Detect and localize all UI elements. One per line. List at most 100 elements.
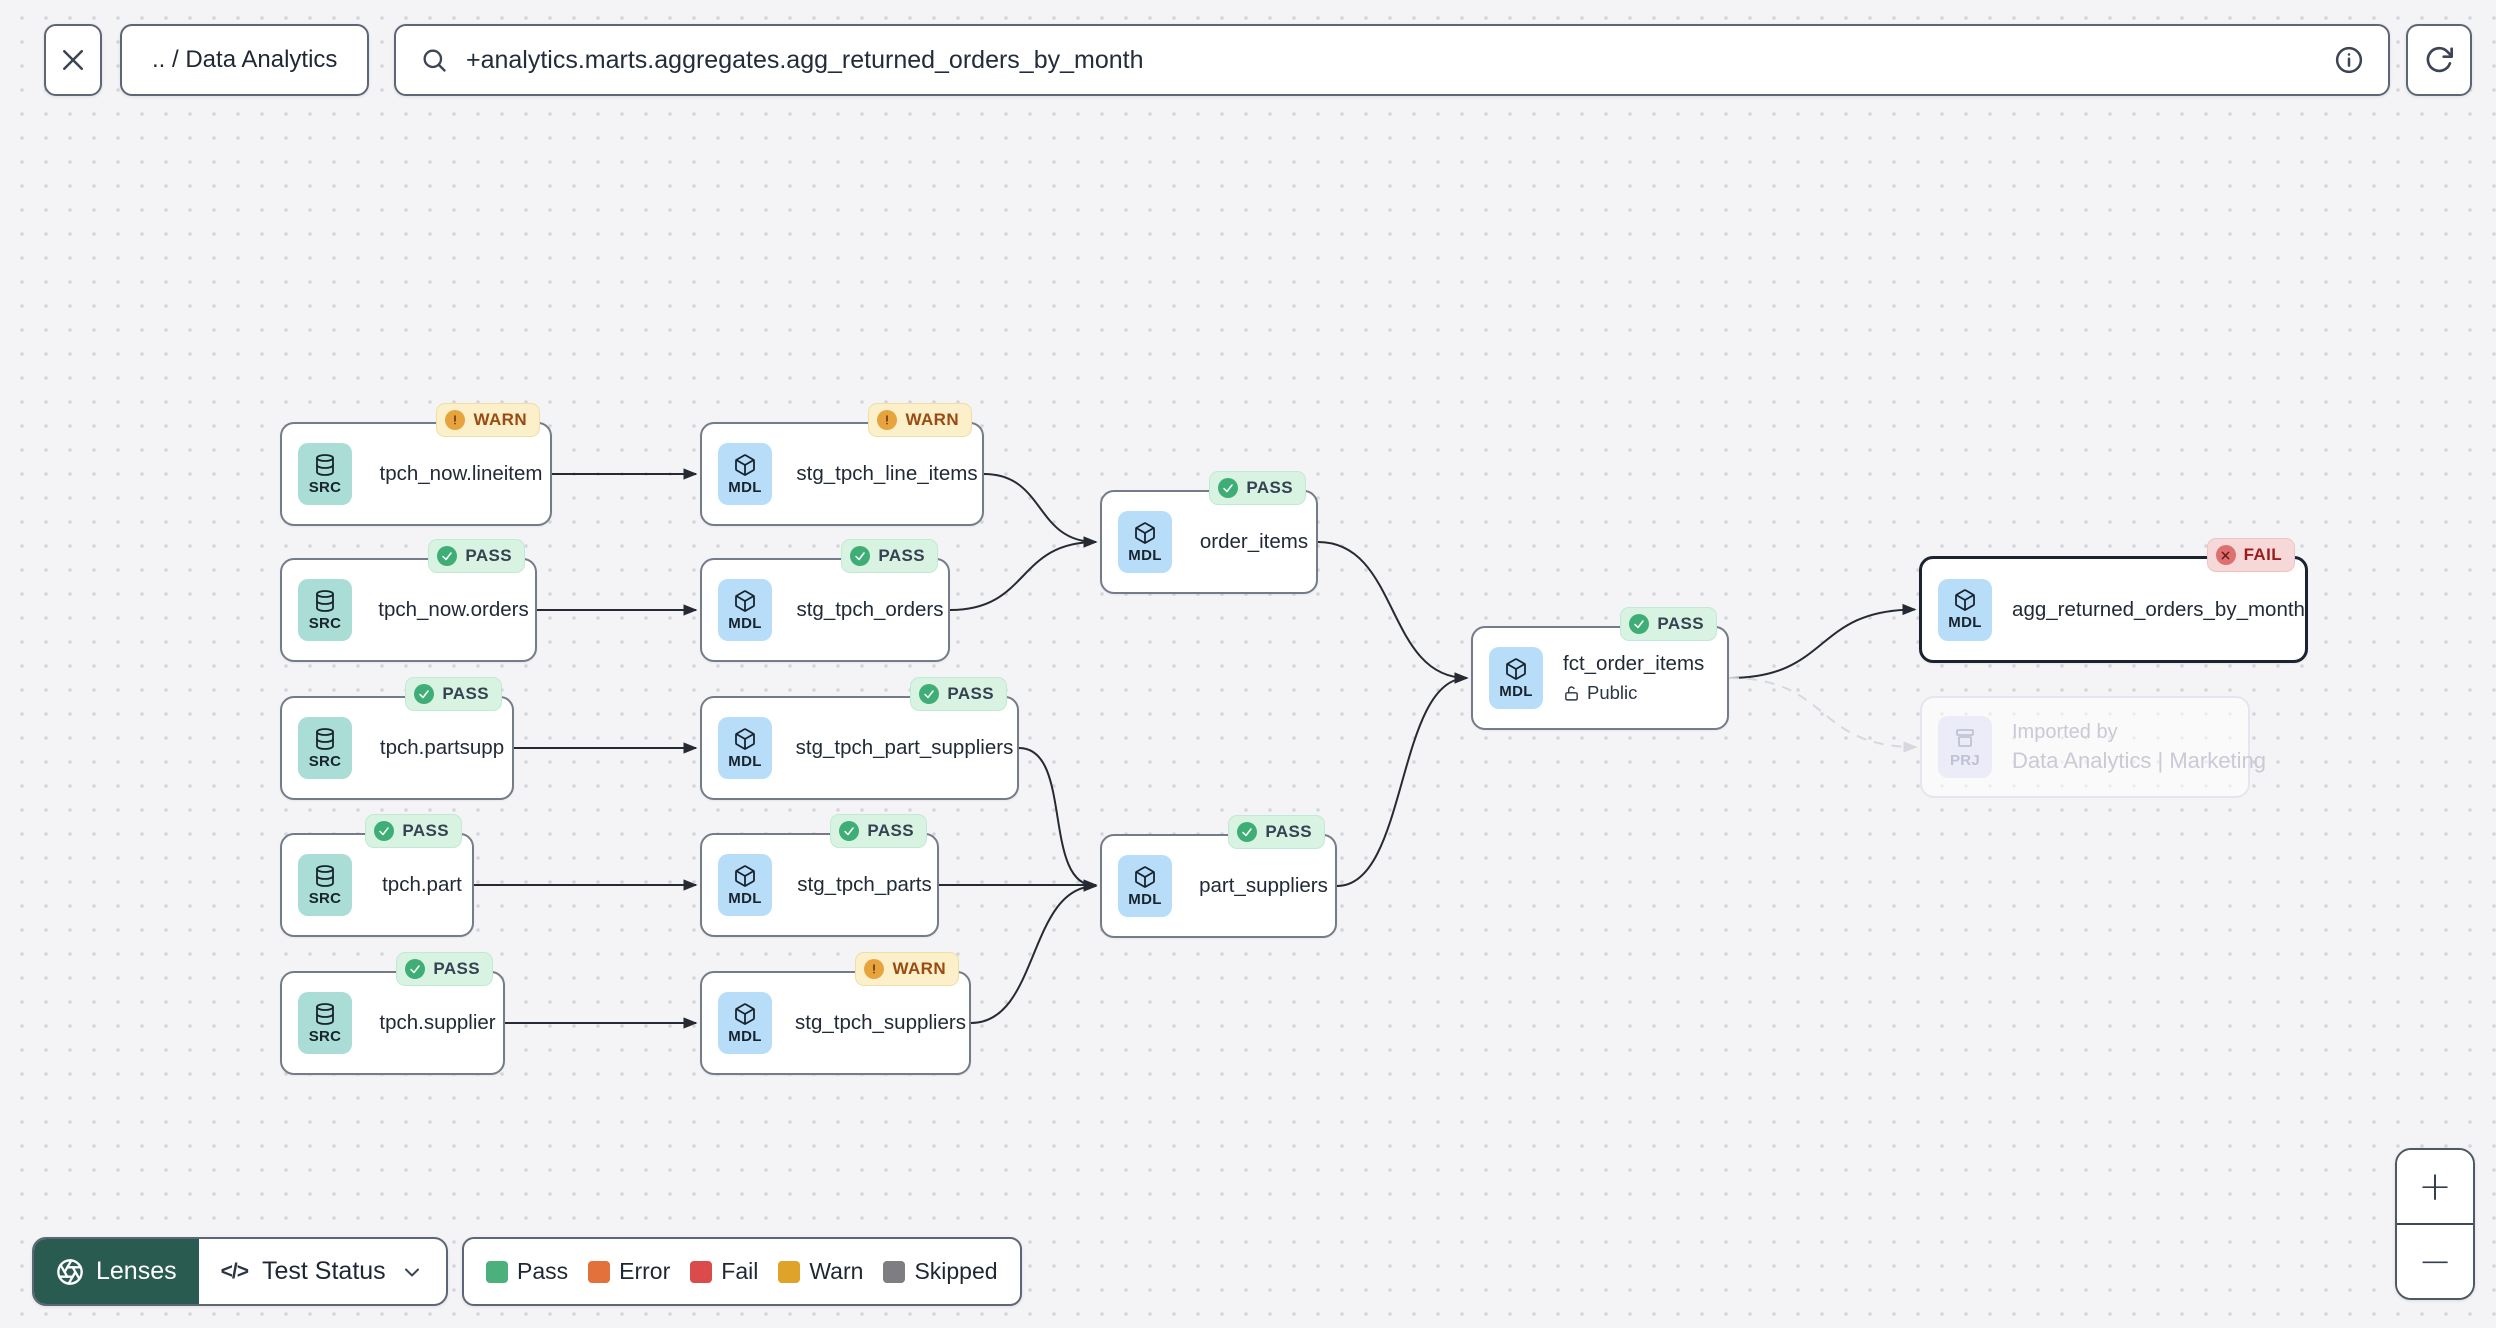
legend-swatch-pass [486,1260,508,1283]
aperture-icon [57,1258,83,1285]
database-icon [316,589,334,612]
status-label: PASS [947,684,994,703]
lens-selector-label: Test Status [262,1257,386,1285]
kind-badge-mdl: MDL [718,443,772,505]
refresh-button[interactable] [2406,24,2472,96]
pass-icon [1218,478,1239,498]
status-label: PASS [402,821,449,840]
node-label: agg_returned_orders_by_month [2012,597,2305,621]
cube-icon [1135,865,1155,888]
lens-control-group: Lenses </> Test Status [32,1237,448,1306]
node-label: tpch.part [382,873,462,896]
status-badge-pass: PASS [405,677,502,711]
kind-label: MDL [728,889,762,907]
info-icon[interactable] [2334,45,2364,75]
node-agg_returned_orders_by_month[interactable]: MDL agg_returned_orders_by_month FAIL [1919,538,2308,663]
legend-swatch-error [588,1260,611,1283]
close-button[interactable] [44,24,102,96]
kind-label: SRC [308,889,342,907]
status-label: WARN [473,410,527,429]
legend-swatch-fail [690,1260,713,1283]
search-input[interactable] [464,44,2334,76]
cube-icon [1955,589,1975,611]
legend-item-pass: Pass [486,1258,568,1285]
close-icon [63,50,83,70]
edge-fct_order_items-to-agg_returned_orders_by_month [1728,603,1917,679]
cube-icon [735,727,755,750]
node-tpch_part[interactable]: SRC tpch.part PASS [280,814,474,937]
breadcrumb[interactable]: .. / Data Analytics [120,24,370,96]
status-label: PASS [442,684,489,703]
status-label: PASS [878,546,925,565]
status-badge-warn: WARN [855,952,959,986]
code-icon: </> [220,1259,249,1283]
node-label: Imported by [2012,720,2118,743]
refresh-icon [2426,46,2453,73]
kind-label: MDL [1499,682,1533,700]
edge-stg_tpch_orders-to-order_items [949,536,1098,611]
status-badge-warn: WARN [436,403,540,437]
lens-selector-dropdown[interactable]: </> Test Status [199,1239,446,1304]
zoom-out-button[interactable]: − [2397,1225,2473,1298]
lenses-button[interactable]: Lenses [34,1239,199,1304]
pass-icon [839,821,860,841]
pass-icon [850,546,871,566]
legend-label: Fail [721,1258,759,1284]
status-label: PASS [433,959,480,978]
kind-label: MDL [1948,614,1982,631]
warn-icon [877,410,898,430]
node-label: tpch.supplier [379,1011,496,1034]
node-tpch_partsupp[interactable]: SRC tpch.partsupp PASS [280,677,514,800]
zoom-in-button[interactable]: + [2397,1150,2473,1225]
kind-label: MDL [728,614,762,632]
status-badge-fail: FAIL [2206,538,2295,572]
legend-swatch-skipped [883,1260,906,1283]
project-icon [1956,728,1974,747]
kind-badge-mdl: MDL [1118,511,1172,573]
edge-part_suppliers-to-fct_order_items [1336,672,1469,887]
fail-icon [2215,545,2236,565]
kind-badge-src: SRC [298,992,352,1054]
warn-icon [445,410,466,430]
status-label: FAIL [2243,545,2282,564]
lenses-label: Lenses [96,1257,177,1285]
node-label: tpch.partsupp [379,736,505,759]
kind-badge-src: SRC [298,717,352,779]
status-badge-pass: PASS [396,952,493,986]
node-tpch_supplier[interactable]: SRC tpch.supplier PASS [280,952,505,1075]
kind-label: SRC [308,1027,342,1045]
pass-icon [1237,822,1258,842]
cube-icon [735,589,755,612]
edge-stg_tpch_line_items-to-order_items [983,473,1098,548]
edge-fct_order_items-to-imported_by [1728,677,1918,753]
kind-label: SRC [308,478,342,496]
kind-badge-mdl: MDL [1938,578,1992,641]
status-badge-pass: PASS [365,814,462,848]
kind-badge-src: SRC [298,854,352,916]
kind-label: PRJ [1949,751,1981,769]
edge-stg_tpch_suppliers-to-part_suppliers [970,880,1098,1024]
kind-badge-src: SRC [298,443,352,505]
search-bar[interactable] [394,24,2390,96]
pass-icon [374,821,395,841]
status-badge-pass: PASS [1209,471,1306,505]
access-label: Public [1587,682,1638,703]
kind-badge-mdl: MDL [718,992,772,1054]
database-icon [316,453,334,476]
status-badge-warn: WARN [868,403,972,437]
chevron-down-icon [404,1268,419,1276]
